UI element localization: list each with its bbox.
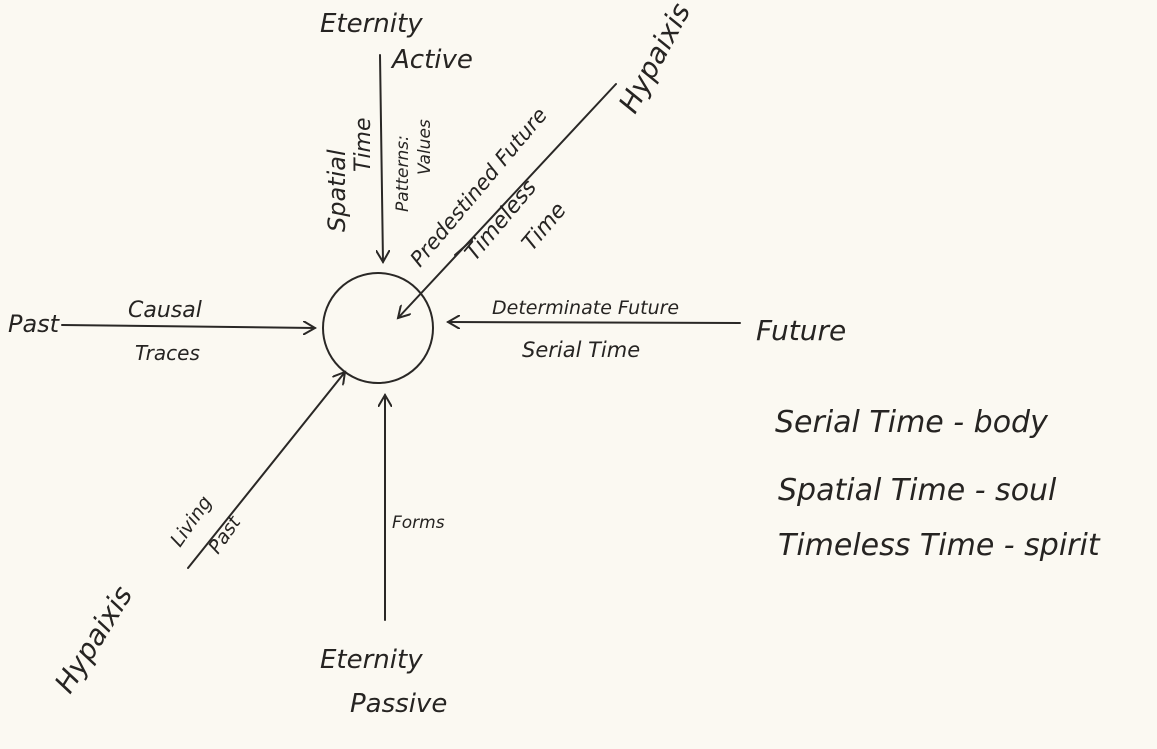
- label-values: Values: [415, 119, 435, 175]
- label-spatial: Spatial: [323, 149, 351, 232]
- label-hypaixis-top: Hypaixis: [612, 0, 697, 118]
- label-past: Past: [8, 310, 61, 338]
- label-eternity-top: Eternity: [320, 9, 423, 39]
- label-passive: Passive: [350, 689, 447, 719]
- label-forms: Forms: [392, 513, 445, 533]
- legend-timeless-time: Timeless Time - spirit: [778, 528, 1101, 563]
- arrow-from-hypaixis-top: [398, 83, 617, 318]
- arrow-from-future: [448, 322, 741, 323]
- label-living-past: Past: [204, 511, 246, 558]
- arrow-from-hypaixis-bottom: [187, 372, 345, 569]
- center-circle: [322, 272, 434, 384]
- label-hypaixis-bottom: Hypaixis: [48, 580, 139, 699]
- legend-serial-time: Serial Time - body: [775, 405, 1049, 440]
- label-spatial-time: Time: [351, 117, 376, 172]
- timeless-divider: [454, 239, 473, 256]
- label-serial-time: Serial Time: [522, 338, 640, 362]
- label-future: Future: [756, 314, 846, 347]
- arrow-from-eternity-active: [380, 54, 383, 262]
- label-patterns: Patterns:: [393, 135, 413, 212]
- legend-spatial-time: Spatial Time - soul: [778, 473, 1057, 508]
- label-determinate-future: Determinate Future: [492, 297, 679, 319]
- label-causal: Causal: [128, 298, 202, 323]
- label-eternity-bottom: Eternity: [320, 645, 423, 675]
- arrow-from-past: [61, 325, 315, 328]
- label-active: Active: [390, 45, 473, 75]
- label-traces: Traces: [135, 341, 200, 365]
